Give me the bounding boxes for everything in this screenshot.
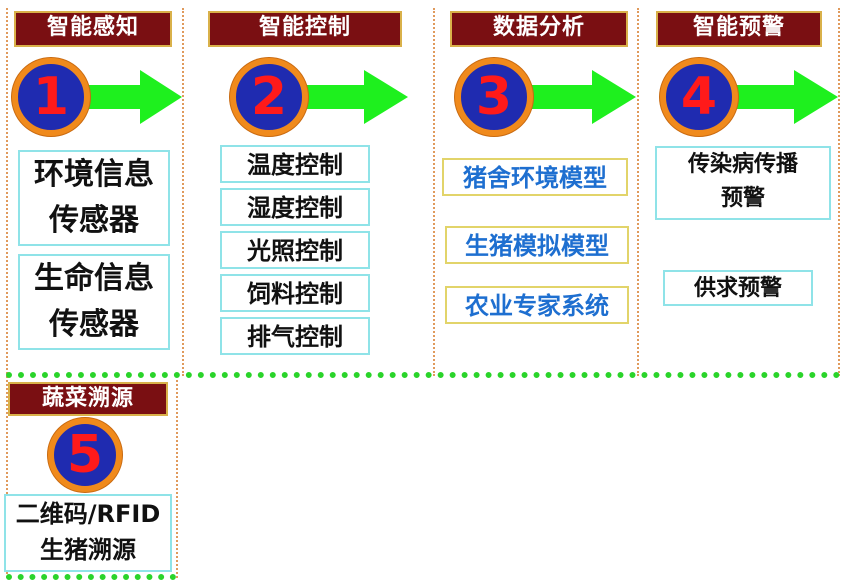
warning-label-line2: 预警 (720, 186, 765, 211)
analysis-item: 农业专家系统 (445, 286, 629, 324)
column-divider (838, 8, 840, 376)
column-divider (176, 380, 178, 578)
trace-box: 二维码/RFID 生猪溯源 (4, 494, 172, 572)
sensor-label-line2: 传感器 (49, 307, 139, 342)
control-item: 温度控制 (220, 145, 370, 183)
trace-label-line1: 二维码/RFID (15, 500, 161, 528)
control-item: 排气控制 (220, 317, 370, 355)
section-divider (6, 372, 840, 378)
control-item: 光照控制 (220, 231, 370, 269)
warning-box-supply: 供求预警 (663, 270, 813, 306)
arrow-icon (524, 70, 636, 124)
arrow-icon (728, 70, 838, 124)
analysis-item: 猪舍环境模型 (442, 158, 628, 196)
warning-box-epidemic: 传染病传播 预警 (655, 146, 831, 220)
header-data-analysis: 数据分析 (450, 11, 628, 47)
column-divider (637, 8, 639, 376)
step-circle-1: 1 (12, 58, 90, 136)
analysis-item: 生猪模拟模型 (445, 226, 629, 264)
column-divider (6, 380, 8, 578)
arrow-icon (300, 70, 408, 124)
section-divider (6, 574, 176, 580)
warning-label-line1: 传染病传播 (687, 152, 798, 177)
sensor-label-line2: 传感器 (49, 203, 139, 238)
sensor-box-environment: 环境信息 传感器 (18, 150, 170, 246)
step-circle-4: 4 (660, 58, 738, 136)
column-divider (182, 8, 184, 376)
step-circle-5: 5 (48, 418, 122, 492)
sensor-box-life: 生命信息 传感器 (18, 254, 170, 350)
column-divider (433, 8, 435, 376)
header-smart-warning: 智能预警 (656, 11, 822, 47)
control-item: 饲料控制 (220, 274, 370, 312)
warning-label-line1: 供求预警 (693, 276, 782, 301)
sensor-label-line1: 生命信息 (34, 261, 154, 296)
step-circle-2: 2 (230, 58, 308, 136)
step-circle-3: 3 (455, 58, 533, 136)
header-smart-control: 智能控制 (208, 11, 402, 47)
column-divider (6, 8, 8, 378)
trace-label-line2: 生猪溯源 (40, 536, 136, 564)
header-smart-sensing: 智能感知 (14, 11, 172, 47)
header-traceability: 蔬菜溯源 (8, 382, 168, 416)
sensor-label-line1: 环境信息 (34, 157, 154, 192)
arrow-icon (80, 70, 182, 124)
control-item: 湿度控制 (220, 188, 370, 226)
